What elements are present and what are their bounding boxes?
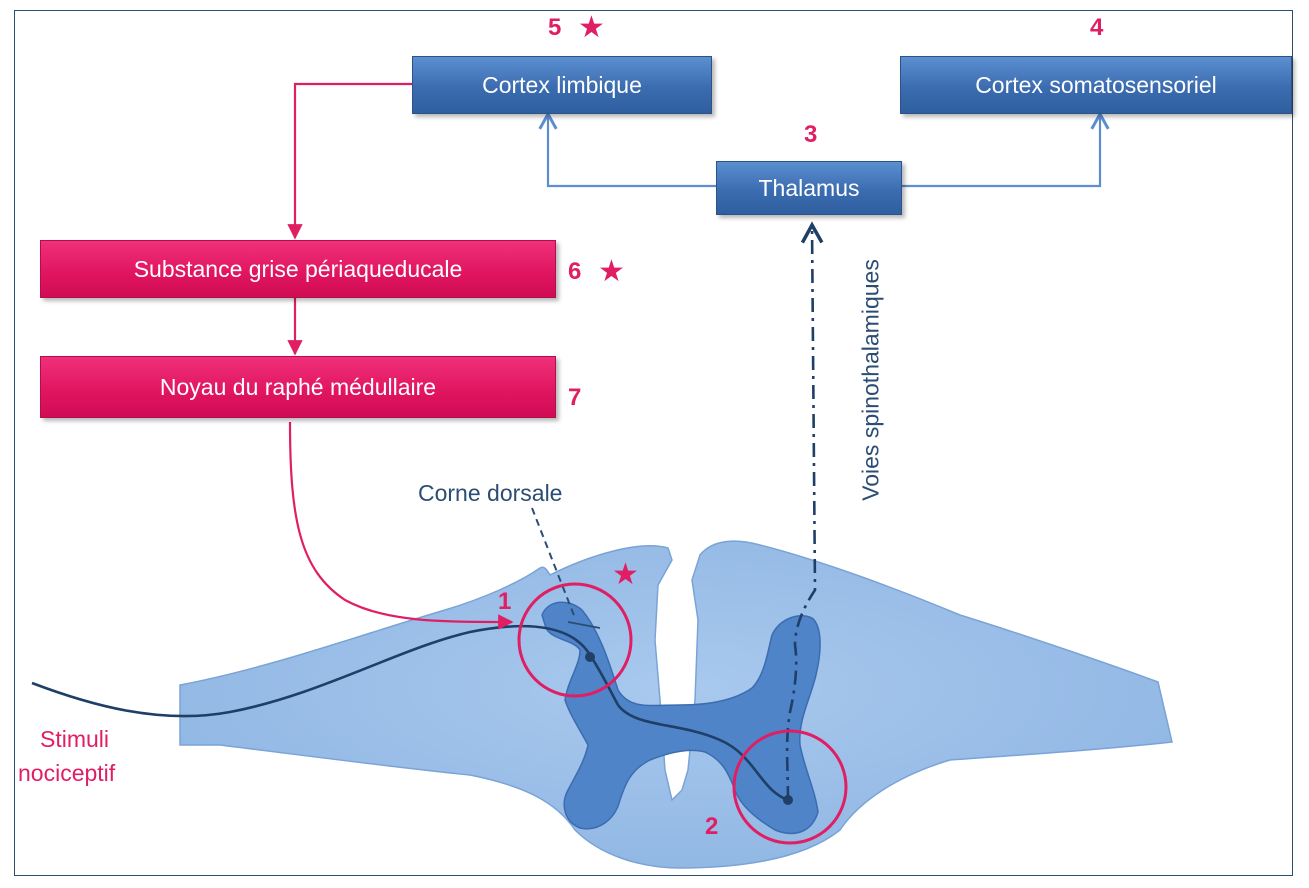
thalamus-to-limbique-arrow xyxy=(548,114,716,186)
star-icon-dorsal-horn: ★ xyxy=(612,560,639,590)
star-icon-6: ★ xyxy=(598,257,625,287)
thalamus-label: Thalamus xyxy=(759,175,860,202)
noyau-to-dorsal-horn-arrow xyxy=(290,422,512,622)
noyau-raphe-label: Noyau du raphé médullaire xyxy=(160,374,436,401)
stimuli-label-line2: nociceptif xyxy=(18,756,115,790)
voies-spinothalamiques-label: Voies spinothalamiques xyxy=(858,259,885,501)
substance-grise-box: Substance grise périaqueducale xyxy=(40,240,556,298)
number-6: 6 xyxy=(568,258,581,286)
number-5: 5 xyxy=(548,14,561,42)
cortex-limbique-label: Cortex limbique xyxy=(482,72,642,99)
number-1: 1 xyxy=(498,588,511,616)
thalamus-to-somatosensoriel-arrow xyxy=(902,114,1100,186)
corne-dorsale-label: Corne dorsale xyxy=(418,480,562,507)
star-icon-5: ★ xyxy=(578,13,605,43)
number-3: 3 xyxy=(804,121,817,149)
limbique-to-substance-arrow xyxy=(295,84,412,238)
substance-grise-label: Substance grise périaqueducale xyxy=(134,256,463,283)
number-2: 2 xyxy=(705,813,718,841)
stimuli-label-line1: Stimuli xyxy=(40,722,109,756)
noyau-raphe-box: Noyau du raphé médullaire xyxy=(40,356,556,418)
cortex-somatosensoriel-label: Cortex somatosensoriel xyxy=(975,72,1217,99)
cortex-somatosensoriel-box: Cortex somatosensoriel xyxy=(900,56,1292,114)
number-4: 4 xyxy=(1090,14,1103,42)
number-7: 7 xyxy=(568,384,581,412)
thalamus-box: Thalamus xyxy=(716,161,902,215)
fiber-node-dorsal xyxy=(585,652,595,662)
cortex-limbique-box: Cortex limbique xyxy=(412,56,712,114)
